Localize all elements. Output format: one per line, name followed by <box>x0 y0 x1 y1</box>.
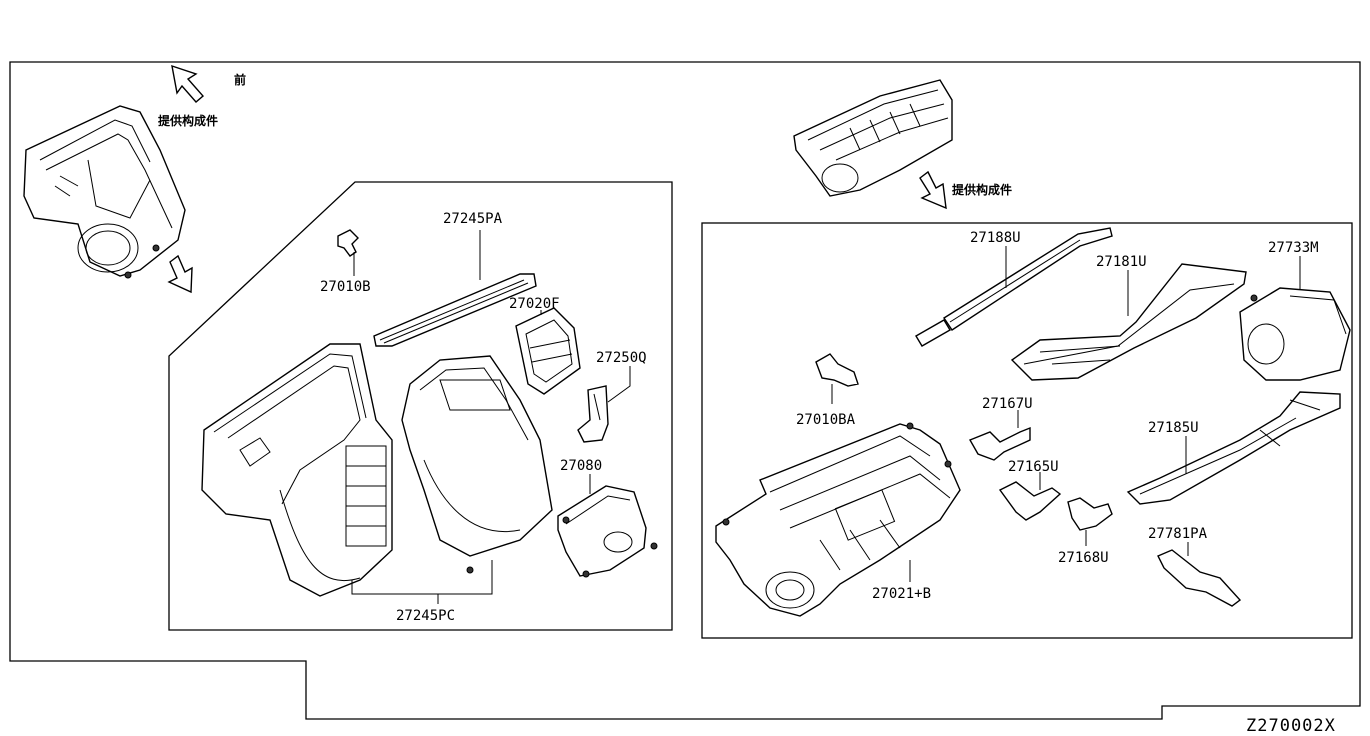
label-27781PA: 27781PA <box>1148 526 1208 542</box>
label-27165U: 27165U <box>1008 459 1059 475</box>
link-part-27168U <box>1067 497 1113 531</box>
blower-motor-part-27733M <box>1239 287 1351 381</box>
supply-note-right: 提供构成件 <box>952 182 1012 197</box>
door-part-27181U <box>1010 263 1247 381</box>
label-27010B: 27010B <box>320 279 371 295</box>
actuator-lever-part <box>577 385 609 443</box>
label-27010BA: 27010BA <box>796 412 856 428</box>
filter-frame-part <box>515 307 581 395</box>
label-27250Q: 27250Q <box>596 350 647 366</box>
door-shaft-part-27188U <box>915 227 1113 347</box>
label-27245PA: 27245PA <box>443 211 503 227</box>
label-27167U: 27167U <box>982 396 1033 412</box>
label-27245PC: 27245PC <box>396 608 455 624</box>
motor-actuator-part <box>557 485 658 578</box>
label-27188U: 27188U <box>970 230 1021 246</box>
clip-part-27010BA <box>815 353 859 387</box>
label-27080: 27080 <box>560 458 602 474</box>
air-filter-part <box>373 273 537 347</box>
down-arrow-icon <box>167 254 193 294</box>
label-27181U: 27181U <box>1096 254 1147 270</box>
link-part-27165U <box>998 481 1062 521</box>
heater-unit-overview <box>793 79 953 197</box>
clip-part-27010B <box>337 229 359 257</box>
front-label: 前 <box>234 72 246 87</box>
blower-case-right-part <box>401 355 553 574</box>
left-panel-frame <box>168 181 673 631</box>
label-27021B: 27021+B <box>872 586 931 602</box>
label-27168U: 27168U <box>1058 550 1109 566</box>
outer-frame <box>9 61 1361 720</box>
down-arrow-right-icon <box>919 170 947 210</box>
blower-assembly-overview <box>23 105 186 279</box>
diagram-code: Z270002X <box>1246 716 1336 736</box>
label-27020F: 27020F <box>509 296 560 312</box>
supply-note-left: 提供构成件 <box>158 113 218 128</box>
front-arrow-icon <box>171 64 204 103</box>
heater-case-part-27021B <box>715 422 961 617</box>
label-27185U: 27185U <box>1148 420 1199 436</box>
door-part-27185U <box>1126 391 1341 505</box>
label-27733M: 27733M <box>1268 240 1319 256</box>
right-panel-frame <box>701 222 1353 639</box>
link-part-27167U <box>968 426 1031 461</box>
seal-strip-part-27781PA <box>1157 549 1242 607</box>
blower-case-left-part <box>201 343 393 597</box>
